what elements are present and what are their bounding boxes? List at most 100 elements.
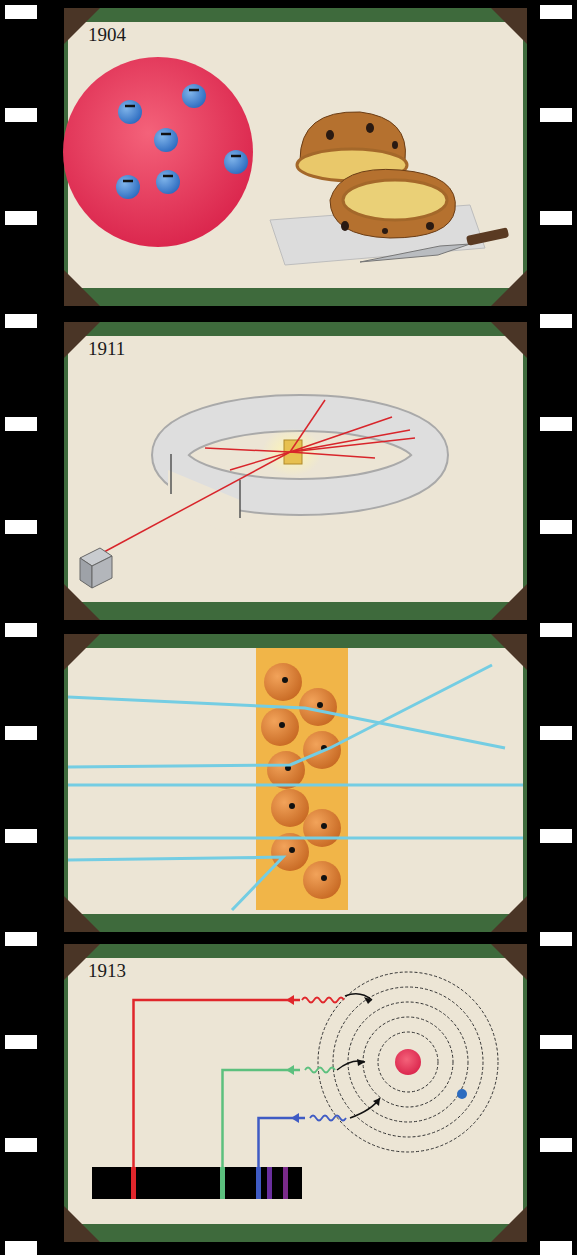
bun-illustration-part-part [426,222,434,230]
bohr-model-part-part [318,972,498,1152]
film-frames-part [64,322,527,620]
bohr-model-part-part [363,1017,453,1107]
sprocket-holes-part [540,726,572,740]
gold-foil-experiment-part-part [290,430,410,452]
bun-illustration-part-part [382,228,388,234]
bohr-model-part-part [302,998,344,1003]
year-label: 1913 [88,960,126,982]
film-frames-part [64,634,527,932]
gold-foil-experiment-part [239,480,241,518]
sprocket-holes-part [540,5,572,19]
bun-illustration-part [330,169,455,238]
bohr-model-part [337,994,380,1118]
scattering-close-up-part-part [68,784,523,787]
bohr-model-part-part [134,1000,301,1167]
bohr-model [92,972,498,1199]
gold-foil-experiment-part-part [290,452,375,458]
plum-pudding-model-part [156,170,180,194]
bohr-model-part [131,1167,136,1199]
bohr-model-part-part [378,1032,438,1092]
bun-illustration-part [360,244,470,262]
film-frames [64,8,527,1242]
sprocket-holes-part [5,417,37,431]
gold-foil-experiment [80,400,430,588]
bohr-model-part [134,1000,306,1167]
scattering-close-up-part-part [267,751,305,789]
bohr-model-part [291,1113,299,1123]
bohr-model-part-part [364,997,372,1004]
gold-foil-experiment-part-part [230,452,290,470]
bohr-model-part-part [348,1002,468,1122]
scattering-close-up-part-part [271,789,309,827]
bun-illustration [270,112,509,265]
sprocket-holes-part [540,211,572,225]
sprocket-holes-part [540,520,572,534]
gold-foil-experiment-part [170,413,430,497]
sprocket-holes-part [540,1035,572,1049]
bohr-model-part-part [357,1059,365,1066]
plum-pudding-model-part [116,175,140,199]
plum-pudding-model-part [154,128,178,152]
plum-pudding-model-part [118,100,142,124]
sprocket-holes-part [540,932,572,946]
bohr-model-part [302,998,346,1121]
bun-illustration-part [343,180,447,220]
sprocket-holes-part [5,520,37,534]
gold-foil-experiment-part [104,400,415,552]
gold-foil-experiment-part-part [104,452,290,552]
scattering-close-up [68,648,523,910]
sprocket-holes-part [5,108,37,122]
bohr-model-part-part [310,1116,346,1121]
bohr-model-part [220,1167,225,1199]
gold-foil-experiment-part [92,556,112,588]
plum-pudding-model-part-part [123,180,133,183]
sprocket-holes-part [5,5,37,19]
gold-foil-experiment-part-part [205,448,290,452]
bohr-model-part [267,1167,272,1199]
sprocket-holes-part [5,211,37,225]
scattering-close-up-part-part [303,861,341,899]
gold-foil-experiment-part-part [290,400,325,452]
sprocket-holes-part [540,829,572,843]
scattering-close-up-part-part [279,722,285,728]
plum-pudding-model-part-part [125,105,135,108]
bohr-model-part [357,997,380,1106]
bun-illustration-part-part [366,123,374,133]
sprocket-holes-part [5,1241,37,1255]
bohr-model-part [457,1089,467,1099]
sprocket-holes-part [540,314,572,328]
sprocket-holes-part [5,726,37,740]
scattering-close-up-part-part [321,875,327,881]
scattering-close-up-part-part [68,837,523,840]
sprocket-holes-part [5,314,37,328]
sprocket-holes-part [540,108,572,122]
plum-pudding-model-part-part [231,155,241,158]
gold-foil-experiment-part [170,454,172,494]
bun-illustration-part-part [326,130,334,140]
bohr-model-part-part [373,1098,380,1106]
bohr-model-part [283,1167,288,1199]
bun-illustration-part-part [392,141,398,149]
plum-pudding-model-part-part [161,133,171,136]
scattering-close-up-part [261,663,341,899]
bohr-model-part-part [333,987,483,1137]
bun-illustration-part [466,227,509,246]
bohr-model-part [395,1049,421,1075]
scattering-close-up-part-part [68,697,505,748]
sprocket-holes-part [540,1241,572,1255]
sprocket-holes-part [5,829,37,843]
scattering-close-up-part [68,665,523,910]
scattering-close-up-part-part [321,823,327,829]
gold-foil-experiment-part-part [290,417,392,452]
scattering-close-up-part-part [261,708,299,746]
sprocket-holes-part [5,1138,37,1152]
bohr-model-part [286,1065,294,1075]
scattering-close-up-part-part [264,663,302,701]
bohr-model-part [318,972,498,1152]
scattering-close-up-part-part [282,677,288,683]
scattering-close-up-part-part [68,857,283,910]
sprocket-holes-part [540,623,572,637]
bohr-model-part [256,1167,261,1199]
gold-foil-experiment-part [170,413,430,497]
